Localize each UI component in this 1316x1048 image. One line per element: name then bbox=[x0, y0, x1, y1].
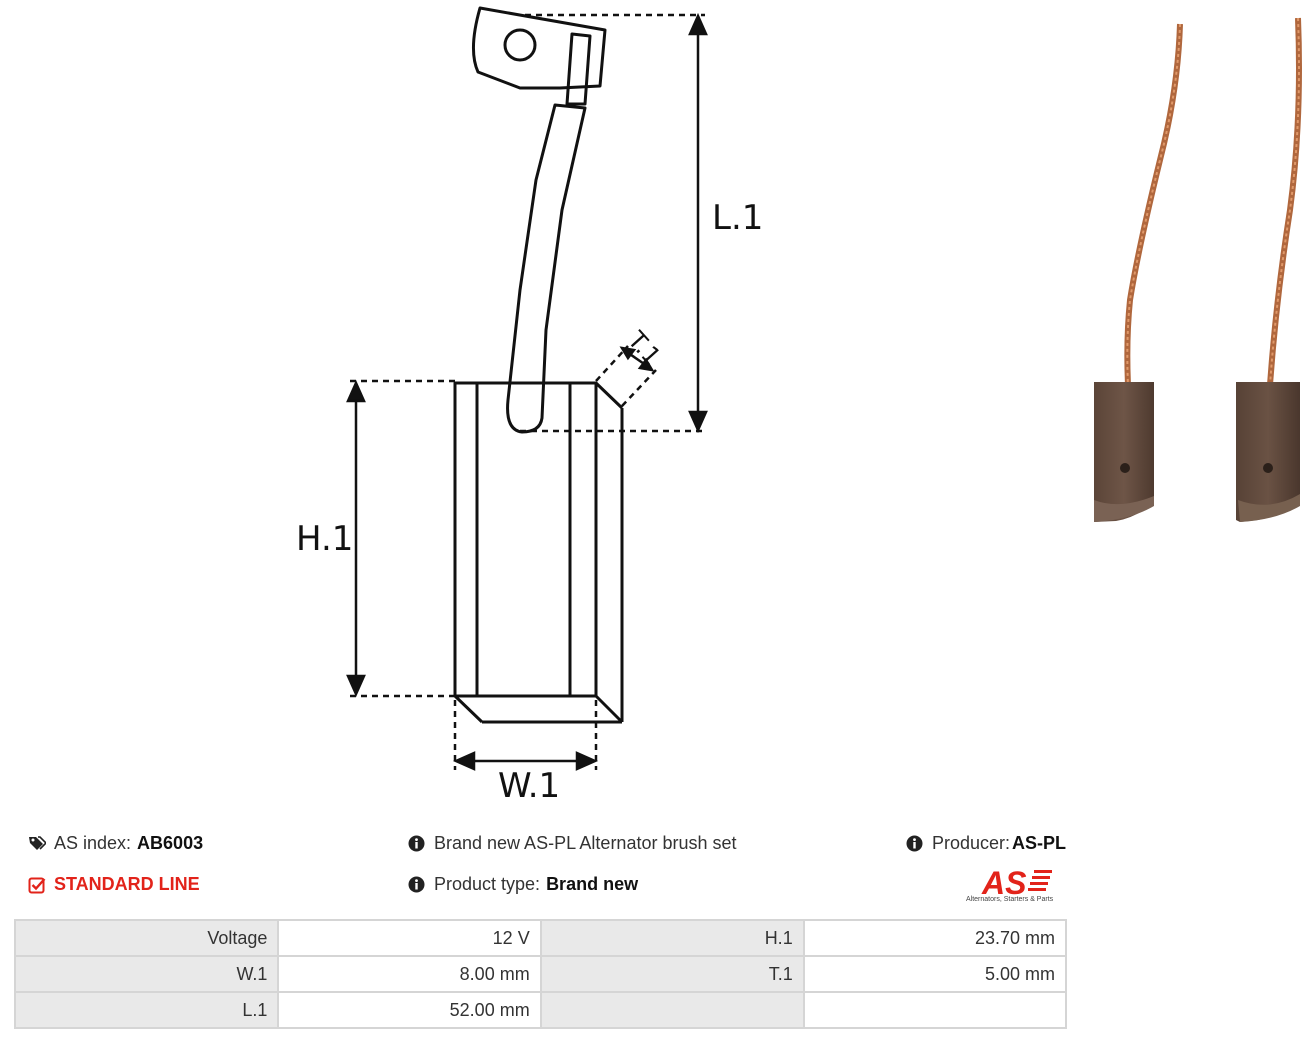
spec-key: T.1 bbox=[539, 955, 805, 993]
spec-value: 12 V bbox=[277, 919, 542, 957]
product-type-label: Product type: bbox=[434, 874, 541, 894]
description-row: Brand new AS-PL Alternator brush set bbox=[408, 833, 737, 854]
standard-line-row: STANDARD LINE bbox=[28, 874, 200, 895]
info-icon bbox=[906, 835, 924, 853]
spec-key: L.1 bbox=[13, 991, 280, 1029]
dimension-drawing: L.1 H.1 W.1 T.1 bbox=[296, 6, 763, 806]
as-index-value: AB6003 bbox=[137, 833, 204, 853]
spec-key: Voltage bbox=[13, 919, 280, 957]
spec-value: 23.70 mm bbox=[802, 919, 1068, 957]
spec-value: 8.00 mm bbox=[277, 955, 542, 993]
producer-label: Producer: bbox=[932, 833, 1011, 853]
tags-icon bbox=[28, 835, 46, 853]
spec-key: H.1 bbox=[539, 919, 805, 957]
as-index-label: AS index: bbox=[54, 833, 132, 853]
product-type-value: Brand new bbox=[546, 874, 639, 894]
copper-wire-left bbox=[1124, 23, 1183, 386]
terminal-tab bbox=[471, 6, 607, 90]
description-text: Brand new AS-PL Alternator brush set bbox=[434, 833, 737, 853]
product-type-row: Product type: Brand new bbox=[408, 874, 638, 895]
logo-text: AS bbox=[981, 865, 1027, 901]
as-pl-logo: AS bbox=[981, 865, 1052, 901]
label-l1: L.1 bbox=[712, 198, 763, 238]
carbon-brush-left bbox=[1094, 382, 1154, 522]
label-h1: H.1 bbox=[296, 519, 353, 559]
table-row: Voltage 12 V H.1 23.70 mm bbox=[13, 919, 1068, 957]
spec-value: 5.00 mm bbox=[802, 955, 1068, 993]
info-icon bbox=[408, 876, 426, 894]
producer-value: AS-PL bbox=[1012, 833, 1067, 853]
producer-row: Producer: AS-PL bbox=[906, 833, 1066, 854]
table-row: W.1 8.00 mm T.1 5.00 mm bbox=[13, 955, 1068, 993]
spec-value bbox=[802, 991, 1068, 1029]
terminal-hole bbox=[503, 28, 537, 62]
check-square-icon bbox=[28, 876, 46, 894]
spec-key: W.1 bbox=[13, 955, 280, 993]
spec-key bbox=[539, 991, 805, 1029]
brush-block bbox=[453, 381, 598, 698]
specs-table: Voltage 12 V H.1 23.70 mm W.1 8.00 mm T.… bbox=[13, 919, 1068, 1029]
product-photo bbox=[1094, 17, 1302, 522]
spec-value: 52.00 mm bbox=[277, 991, 542, 1029]
as-index-row: AS index: AB6003 bbox=[28, 833, 203, 854]
label-t1: T.1 bbox=[622, 325, 667, 370]
standard-line-label: STANDARD LINE bbox=[54, 874, 200, 894]
logo-tagline: Alternators, Starters & Parts bbox=[966, 896, 1054, 903]
carbon-brush-right bbox=[1236, 382, 1300, 522]
info-icon bbox=[408, 835, 426, 853]
table-row: L.1 52.00 mm bbox=[13, 991, 1068, 1029]
label-w1: W.1 bbox=[498, 766, 560, 806]
